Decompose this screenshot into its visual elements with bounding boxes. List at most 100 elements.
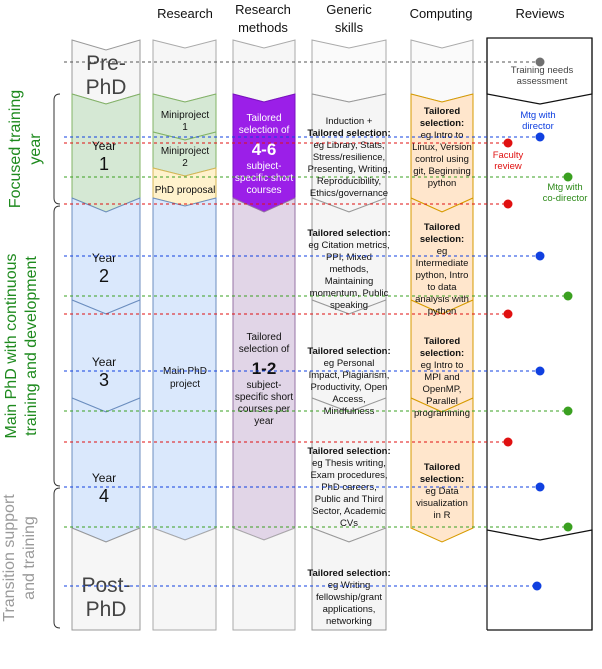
generic4-line4: Public and Third bbox=[315, 494, 383, 505]
computing2-bold-line1: Tailored bbox=[424, 222, 460, 233]
year1-number: 1 bbox=[99, 154, 109, 174]
dot-faculty-y3 bbox=[503, 437, 513, 447]
mtg-codirector-line2: co-director bbox=[543, 193, 588, 204]
computing1-line4: git, Beginning bbox=[413, 166, 471, 177]
methods1-post-line1: subject- bbox=[246, 161, 281, 172]
dot-director-post bbox=[532, 581, 542, 591]
generic3-line3: Productivity, Open bbox=[311, 382, 388, 393]
dot-director-y1 bbox=[535, 132, 545, 142]
chevron-postphd bbox=[71, 527, 141, 631]
mtg-codirector-line1: Mtg with bbox=[547, 182, 582, 193]
computing2-bold-line2: selection: bbox=[420, 234, 464, 245]
generic3-line5: Mindfulness bbox=[324, 406, 375, 417]
faculty-review-line2: review bbox=[494, 161, 522, 172]
year3-number: 3 bbox=[99, 370, 109, 390]
research-column bbox=[152, 39, 217, 631]
dot-codirector-y3 bbox=[563, 406, 573, 416]
reviews-column bbox=[486, 37, 593, 631]
year2-number: 2 bbox=[99, 266, 109, 286]
header-research: Research bbox=[157, 6, 213, 21]
methods2-number: 1-2 bbox=[252, 359, 277, 378]
header-reviews: Reviews bbox=[515, 6, 565, 21]
miniproject1-line2: 1 bbox=[182, 122, 188, 133]
computing1-bold-line1: Tailored bbox=[424, 106, 460, 117]
header-computing: Computing bbox=[410, 6, 473, 21]
computing2-line3: python, Intro bbox=[416, 270, 469, 281]
review-labels: Training needs assessment Mtg with direc… bbox=[493, 65, 588, 204]
methods2-pre-line1: Tailored bbox=[246, 332, 281, 343]
computing3-line2: MPI and bbox=[424, 372, 459, 383]
methods1-post-line3: courses bbox=[246, 185, 281, 196]
generic3-line4: Access, bbox=[332, 394, 365, 405]
year-labels: Pre- PhD Year 1 Year 2 Year 3 Year 4 Pos… bbox=[81, 52, 130, 621]
dot-faculty-y1-end bbox=[503, 199, 513, 209]
timeline-lines bbox=[64, 61, 568, 587]
generic2-line6: speaking bbox=[330, 300, 368, 311]
computing3-line5: programming bbox=[414, 408, 470, 419]
mtg-director-line1: Mtg with bbox=[520, 110, 555, 121]
chevron-computing-year4 bbox=[410, 397, 474, 543]
computing3-line4: Parallel bbox=[426, 396, 458, 407]
faculty-review-line1: Faculty bbox=[493, 150, 524, 161]
dot-codirector-y2 bbox=[563, 291, 573, 301]
computing4-bold-line2: selection: bbox=[420, 474, 464, 485]
phase-transition-line2: and training bbox=[21, 516, 38, 600]
computing1-line2: Linux, Version bbox=[412, 142, 472, 153]
training-needs-line1: Training needs bbox=[511, 65, 574, 76]
computing1-bold-line2: selection: bbox=[420, 118, 464, 129]
generic4-line5: Sector, Academic bbox=[312, 506, 386, 517]
generic1-line2: Stress/resilience, bbox=[313, 152, 385, 163]
dot-director-y4 bbox=[535, 482, 545, 492]
header-methods-line2: methods bbox=[238, 20, 288, 35]
computing4-line3: in R bbox=[434, 510, 451, 521]
dot-faculty-y2 bbox=[503, 309, 513, 319]
computing2-line5: analysis with bbox=[415, 294, 469, 305]
phase-main-line2: training and development bbox=[23, 256, 40, 436]
year4-number: 4 bbox=[99, 486, 109, 506]
year2-label: Year bbox=[92, 251, 116, 265]
prephd-line2: PhD bbox=[86, 76, 127, 99]
training-needs-line2: assessment bbox=[517, 76, 568, 87]
generic1-head: Induction + bbox=[326, 116, 373, 127]
phase-focused-line1: Focused training bbox=[7, 90, 24, 208]
postphd-line2: PhD bbox=[86, 598, 127, 621]
generic2-line3: methods, bbox=[329, 264, 368, 275]
generic-labels: Induction + Tailored selection: eg Libra… bbox=[307, 116, 390, 627]
miniproject2-line1: Miniproject bbox=[161, 146, 210, 157]
miniproject1-line1: Miniproject bbox=[161, 110, 210, 121]
methods2-pre-line2: selection of bbox=[239, 344, 290, 355]
phd-proposal-label: PhD proposal bbox=[155, 185, 216, 196]
dot-codirector-y4 bbox=[563, 522, 573, 532]
bracket-main bbox=[53, 205, 61, 487]
generic3-line1: eg Personal bbox=[324, 358, 375, 369]
generic4-line1: eg Thesis writing, bbox=[312, 458, 386, 469]
generic5-line4: networking bbox=[326, 616, 372, 627]
year3-label: Year bbox=[92, 355, 116, 369]
year-column bbox=[71, 39, 141, 631]
dot-director-y3 bbox=[535, 366, 545, 376]
computing1-line5: python bbox=[428, 178, 457, 189]
generic1-line4: Reproducibility, bbox=[317, 176, 381, 187]
dot-faculty-y1 bbox=[503, 138, 513, 148]
chevron-research-post bbox=[152, 527, 217, 631]
computing-labels: Tailored selection: eg Intro to Linux, V… bbox=[412, 106, 472, 521]
chevron-methods-post bbox=[232, 527, 296, 631]
methods1-number: 4-6 bbox=[252, 140, 277, 159]
chevron-computing-pre bbox=[410, 39, 474, 103]
chevron-generic-post bbox=[311, 527, 387, 631]
header-generic-line1: Generic bbox=[326, 2, 372, 17]
methods2-post-line1: subject- bbox=[246, 380, 281, 391]
methods1-post-line2: specific short bbox=[235, 173, 294, 184]
methods-column bbox=[232, 39, 296, 631]
generic2-line4: Maintaining bbox=[325, 276, 374, 287]
generic5-bold: Tailored selection: bbox=[307, 568, 390, 579]
methods2-post-line4: year bbox=[254, 416, 274, 427]
generic2-bold: Tailored selection: bbox=[307, 228, 390, 239]
generic5-line2: fellowship/grant bbox=[316, 592, 382, 603]
chevron-research-pre bbox=[152, 39, 217, 103]
computing2-line6: python bbox=[428, 306, 457, 317]
methods1-pre-line2: selection of bbox=[239, 125, 290, 136]
dot-training-needs bbox=[535, 57, 545, 67]
chevron-year4 bbox=[71, 397, 141, 543]
